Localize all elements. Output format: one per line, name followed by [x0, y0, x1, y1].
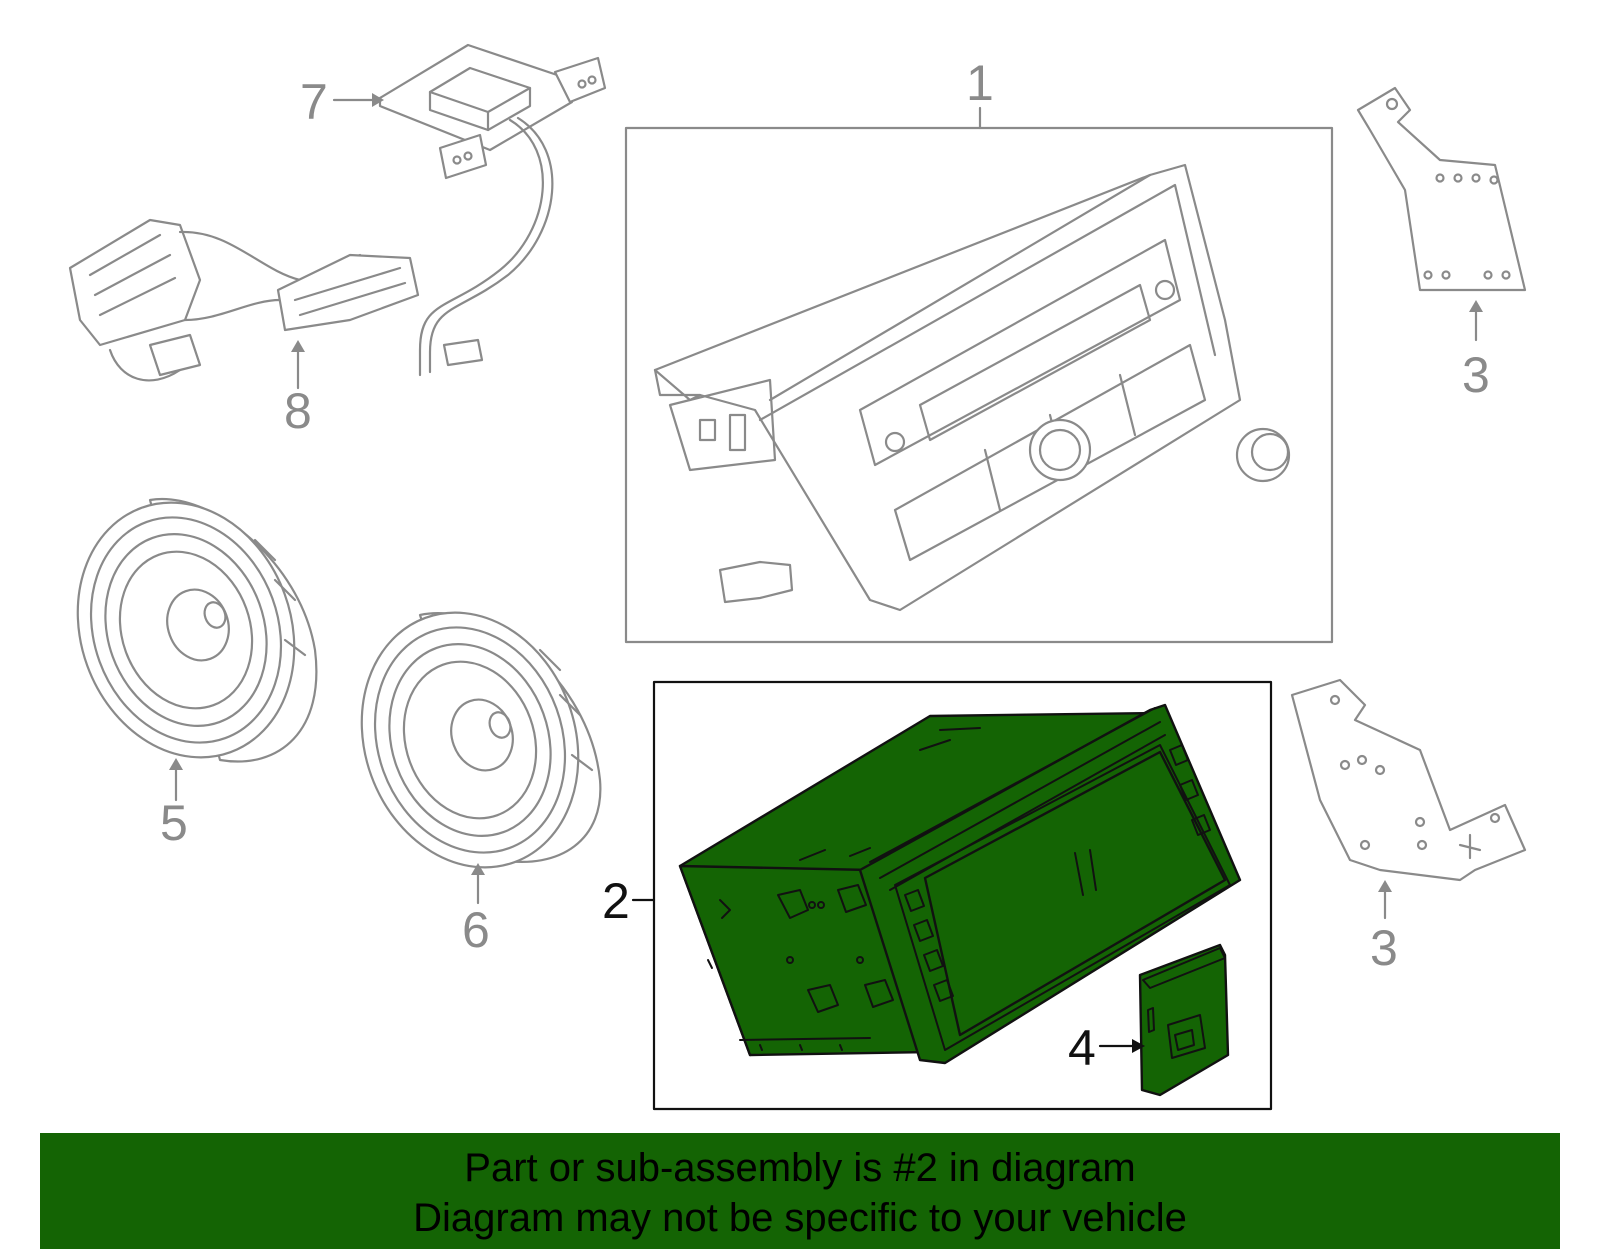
callout-4-label: 4 [1068, 1020, 1096, 1076]
callout-2-label: 2 [602, 873, 630, 929]
part-5-speaker[interactable] [43, 472, 329, 788]
part-3-bracket-upper[interactable] [1356, 86, 1527, 292]
callout-3-lower: 3 [1370, 880, 1398, 976]
callout-7: 7 [300, 74, 384, 130]
banner-line-2: Diagram may not be specific to your vehi… [413, 1196, 1187, 1240]
callout-1: 1 [966, 55, 994, 130]
callout-2: 2 [602, 873, 656, 929]
part-1-radio-panel[interactable] [624, 126, 1334, 644]
callout-7-label: 7 [300, 74, 328, 130]
callout-8-label: 8 [284, 383, 312, 439]
callout-5: 5 [160, 758, 188, 851]
callout-3-upper: 3 [1462, 300, 1490, 403]
callout-8: 8 [284, 340, 312, 439]
banner-line-1: Part or sub-assembly is #2 in diagram [464, 1146, 1136, 1190]
callout-6: 6 [462, 863, 490, 958]
callout-3-upper-label: 3 [1462, 347, 1490, 403]
callout-6-label: 6 [462, 902, 490, 958]
disclaimer-banner: Part or sub-assembly is #2 in diagram Di… [40, 1133, 1560, 1249]
part-4-card[interactable] [1138, 943, 1230, 1097]
part-2-frame [652, 680, 1273, 1111]
callout-4: 4 [1068, 1020, 1145, 1076]
part-7-module[interactable] [378, 43, 607, 377]
part-6-speaker[interactable] [327, 582, 613, 898]
part-3-bracket-lower[interactable] [1290, 678, 1527, 882]
callout-1-label: 1 [966, 55, 994, 111]
callout-5-label: 5 [160, 795, 188, 851]
part-2-display-unit[interactable] [652, 680, 1273, 1111]
part-8-harness[interactable] [68, 218, 420, 382]
callout-3-lower-label: 3 [1370, 920, 1398, 976]
